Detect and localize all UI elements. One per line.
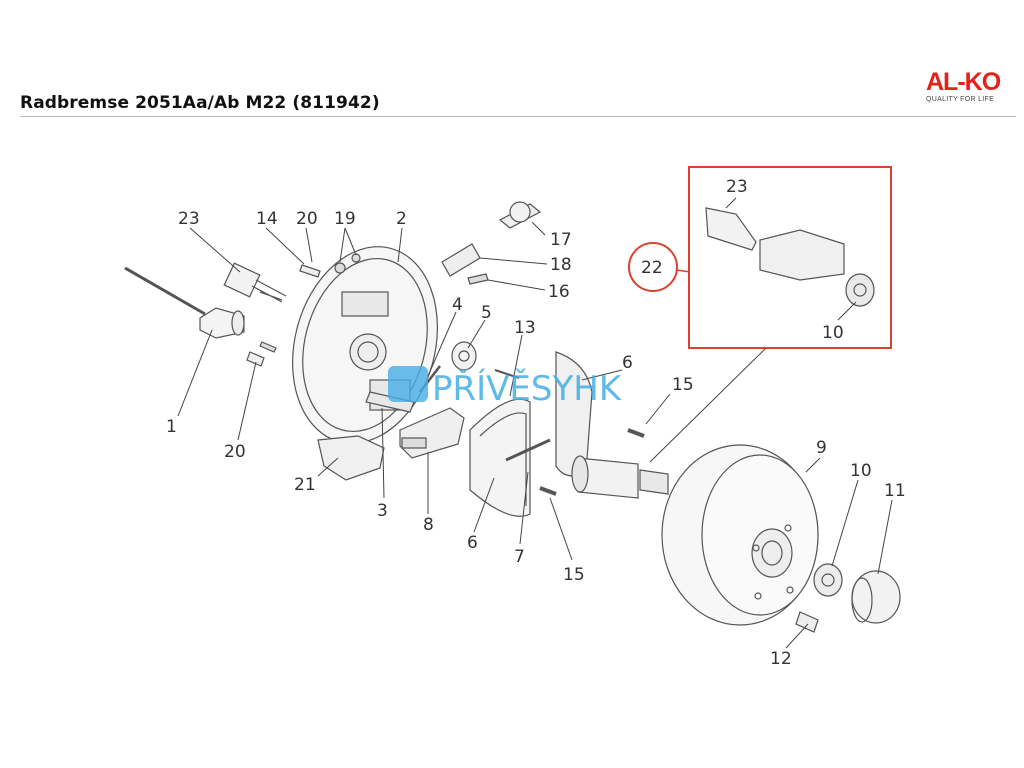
callout-18: 18: [550, 255, 572, 275]
part-wheel-bolt-12: [795, 611, 819, 633]
title-divider: [20, 116, 1016, 117]
part-expander-8: [399, 407, 465, 459]
callout-12: 12: [770, 649, 792, 669]
callout-7: 7: [514, 547, 525, 567]
callout-11: 11: [884, 481, 906, 501]
watermark-trailer-icon: [388, 366, 428, 402]
callout-8: 8: [423, 515, 434, 535]
callout-15-lower: 15: [563, 565, 585, 585]
callout-6: 6: [622, 353, 633, 373]
alko-logo: AL-KO QUALITY FOR LIFE: [926, 70, 1014, 110]
callout-1: 1: [166, 417, 177, 437]
callout-23: 23: [178, 209, 200, 229]
callout-2: 2: [396, 209, 407, 229]
callout-19: 19: [334, 209, 356, 229]
part-brake-shoe-6-left: [469, 398, 531, 517]
callout-13: 13: [514, 318, 536, 338]
part-cable-anchor-18: [441, 243, 481, 277]
callout-14: 14: [256, 209, 278, 229]
callout-17: 17: [550, 230, 572, 250]
callout-5: 5: [481, 303, 492, 323]
part-brake-drum-9: [661, 444, 819, 626]
part-bolt-23: [223, 262, 287, 303]
part-spring-15: [539, 428, 645, 496]
inset-box-22: [688, 166, 892, 349]
part-nut-10: [813, 563, 843, 597]
callout-3: 3: [377, 501, 388, 521]
logo-tagline: QUALITY FOR LIFE: [926, 96, 995, 103]
callout-6-lower: 6: [467, 533, 478, 553]
watermark: PŘÍVĚSYHK: [388, 366, 623, 409]
callout-15: 15: [672, 375, 694, 395]
callout-21: 21: [294, 475, 316, 495]
watermark-text: PŘÍVĚSYHK: [432, 368, 623, 409]
leader-lines: [177, 197, 893, 649]
part-bolt-17: [498, 201, 542, 229]
part-stub-axle-main: [571, 455, 669, 499]
callout-16: 16: [548, 282, 570, 302]
callout-10-inset: 10: [822, 323, 844, 343]
page-title: Radbremse 2051Aa/Ab M22 (811942): [20, 93, 380, 113]
callout-4: 4: [452, 295, 463, 315]
part-dust-shield-21: [317, 435, 385, 481]
callout-9: 9: [816, 438, 827, 458]
part-clip-20-lower: [246, 341, 277, 367]
callout-22: 22: [641, 258, 663, 278]
callout-10: 10: [850, 461, 872, 481]
part-lever-3-4-5: [365, 341, 477, 413]
part-clip-16: [467, 273, 489, 285]
part-hub-cap-11: [851, 570, 901, 624]
callout-23-inset: 23: [726, 177, 748, 197]
logo-brand: AL-KO: [926, 68, 1001, 96]
callout-20: 20: [296, 209, 318, 229]
callout-labels: 23 14 20 19 2 17 18 16 4 5 13 6 15 1 20 …: [166, 177, 906, 669]
callout-circle-22: [628, 242, 678, 292]
part-stub-axle-inset: [705, 207, 875, 307]
part-springs-7-13: [494, 369, 551, 462]
part-bowden-cable: [124, 266, 245, 339]
callout-20-lower: 20: [224, 442, 246, 462]
